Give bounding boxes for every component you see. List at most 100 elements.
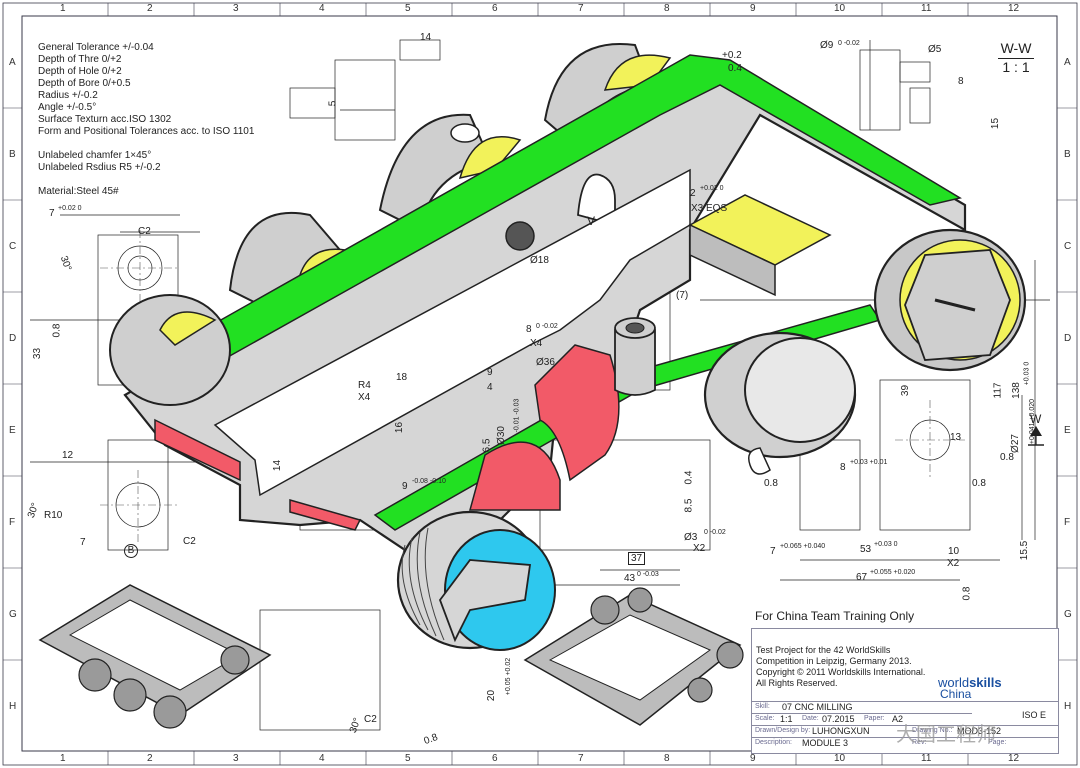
dim-label: 15	[990, 117, 1002, 130]
skill-value: 07 CNC MILLING	[782, 702, 853, 712]
boss-hole	[625, 322, 645, 334]
dim-label: Ø3	[684, 532, 698, 543]
threads	[401, 527, 445, 641]
dim-label: 15.5	[1019, 540, 1031, 561]
grid-row-A: A	[9, 57, 16, 68]
grid-row-G-right: G	[1064, 609, 1072, 620]
dim-label: 0.8	[51, 323, 63, 338]
date-label: Date:	[802, 715, 819, 722]
grid-row-A-right: A	[1064, 57, 1071, 68]
grid-row-D-right: D	[1064, 333, 1072, 344]
dim-tolerance: +0.03 0	[1023, 361, 1031, 386]
dim-label: 7	[770, 546, 776, 557]
top-hole	[450, 123, 480, 143]
dim-tolerance: +0.02 0	[58, 205, 82, 212]
dim-label: Ø36	[536, 357, 555, 368]
grid-row-G: G	[9, 609, 17, 620]
dim-label: 117	[992, 382, 1004, 399]
tb-row-drawn: Drawn/Design by: LUHONGXUN Drawing No.: …	[752, 725, 1058, 738]
dim-label: +0.2	[722, 50, 742, 61]
dim-tolerance: +0.05 +0.02	[505, 657, 513, 696]
dim-label: 16	[394, 421, 406, 434]
note-line: Angle +/-0.5°	[38, 102, 97, 113]
axle-pin	[934, 298, 976, 312]
grid-col-11-bottom: 11	[921, 753, 932, 764]
dim-label: 9	[402, 481, 408, 492]
dim-label: Ø9	[820, 40, 834, 51]
grid-row-H: H	[9, 701, 17, 712]
dim-label: 8	[958, 76, 964, 87]
dim-label: 12	[62, 450, 74, 461]
dim-label: 0.8	[1000, 452, 1014, 463]
grid-col-2-bottom: 2	[147, 753, 153, 764]
grid-row-F: F	[9, 517, 16, 528]
dim-tolerance: +0.055 +0.020	[870, 569, 916, 576]
grid-col-8-bottom: 8	[664, 753, 670, 764]
dim-label: X2	[947, 558, 960, 569]
dim-label: R10	[44, 510, 63, 521]
iso-value: ISO E	[1022, 710, 1047, 720]
drawn-label: Drawn/Design by:	[755, 727, 811, 734]
grid-row-E-right: E	[1064, 425, 1071, 436]
drawing-no-value: MOD3-152	[957, 726, 1002, 736]
scale-value: 1:1	[780, 714, 793, 724]
tb-row-desc: Description: MODULE 3 Rev: Page:	[752, 737, 1058, 750]
dim-label: C2	[183, 536, 196, 547]
note-line: Unlabeled chamfer 1×45°	[38, 150, 152, 161]
dim-label: Ø27	[1009, 434, 1021, 453]
grid-col-3: 3	[233, 3, 239, 14]
section-view-label: W-W 1 : 1	[998, 40, 1034, 75]
red-face-3	[154, 418, 241, 482]
yellow-face-1	[458, 135, 522, 180]
red-face-2	[469, 441, 561, 511]
wheel-front-right-inner	[744, 337, 856, 443]
isometric-part	[109, 43, 1027, 651]
dim-tolerance: +0.02 0	[700, 185, 724, 192]
clip	[748, 447, 771, 475]
general-notes: General Tolerance +/-0.04 Depth of Thre …	[38, 42, 254, 198]
grid-col-7-bottom: 7	[578, 753, 584, 764]
grid-row-B-right: B	[1064, 149, 1071, 160]
green-top-face	[149, 54, 962, 397]
dim-label: C2	[364, 714, 377, 725]
dim-tolerance: 0 -0.02	[536, 323, 558, 330]
grid-col-10: 10	[834, 3, 846, 14]
preview-render-left	[38, 584, 272, 729]
dim-label: 67	[856, 572, 868, 583]
grid-col-1-bottom: 1	[60, 753, 66, 764]
block-side	[689, 223, 776, 297]
dim-tolerance: +0.03 0	[874, 541, 898, 548]
page-label: Page:	[988, 739, 1007, 746]
grid-col-4: 4	[319, 3, 325, 14]
dim-label: X4	[530, 338, 543, 349]
paper-value: A2	[892, 714, 904, 724]
dim-label: V	[587, 214, 596, 228]
boss	[614, 329, 656, 396]
logo-china: China	[940, 687, 972, 701]
note-line	[38, 174, 254, 186]
note-line: Surface Texturn acc.ISO 1302	[38, 114, 172, 125]
dim-label: 9	[487, 367, 493, 378]
grid-col-7: 7	[578, 3, 584, 14]
slot	[577, 173, 616, 227]
dim-label: 4	[487, 382, 493, 393]
dim-tolerance: 0 -0.02	[838, 40, 860, 47]
logo-skills: skills	[969, 675, 1002, 690]
view-marker-w: W	[1030, 412, 1042, 426]
grid-col-6: 6	[492, 3, 498, 14]
dim-label: Ø30	[495, 426, 507, 445]
grid-row-F-right: F	[1064, 517, 1071, 528]
yellow-face-2	[603, 54, 672, 91]
grid-col-4-bottom: 4	[319, 753, 325, 764]
grid-row-B: B	[9, 149, 16, 160]
dim-tolerance: 0 -0.03	[637, 571, 659, 578]
note-line	[38, 138, 254, 150]
title-block: Test Project for the 42 WorldSkills Comp…	[751, 628, 1059, 754]
copyright-line: Competition in Leipzig, Germany 2013.	[756, 656, 912, 666]
tb-row-scale: Scale: 1:1 Date: 07.2015 Paper: A2	[752, 713, 972, 726]
grid-col-5: 5	[405, 3, 411, 14]
section-title: W-W	[1000, 40, 1032, 56]
note-line: Depth of Bore 0/+0.5	[38, 78, 131, 89]
watermark-text: 大国工程师	[896, 724, 996, 746]
